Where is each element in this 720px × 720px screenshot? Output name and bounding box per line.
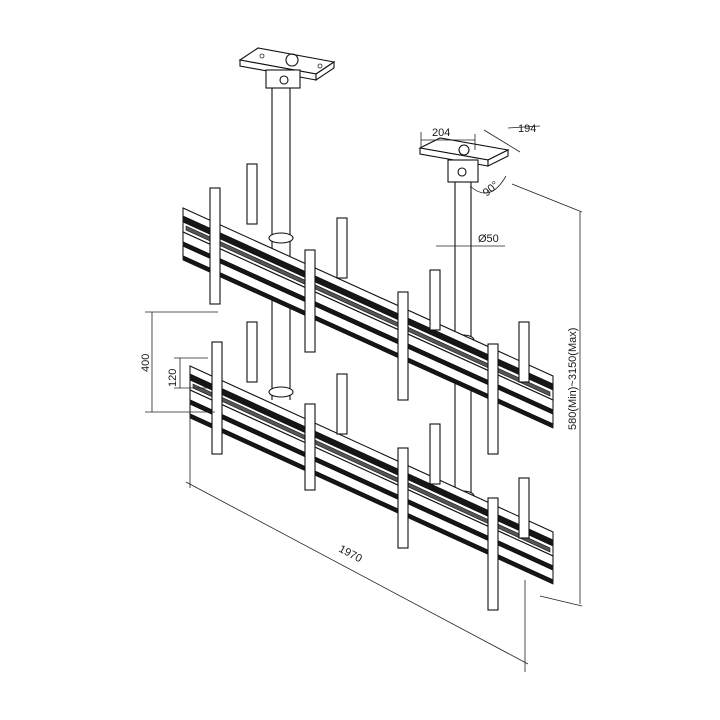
dim-bracket-spacing: 120: [167, 357, 208, 389]
dim-plate-width-label: 204: [432, 127, 450, 139]
upper-brackets: [209, 163, 530, 455]
upper-rail: [182, 207, 554, 429]
dim-plate-depth-label: 194: [518, 123, 536, 135]
ceiling-plate-left: [238, 47, 336, 89]
dim-pole-diameter-label: Ø50: [478, 233, 499, 245]
dim-plate-depth: 194: [483, 123, 541, 153]
dim-plate-width: 204: [420, 127, 476, 150]
dim-rotation-label: 90°: [481, 179, 501, 199]
lower-brackets: [211, 321, 530, 611]
dim-height-range-label: 580(Min)~3150(Max): [567, 328, 579, 430]
dim-row-spacing: 400: [140, 311, 218, 413]
pole-left: [268, 88, 294, 400]
dim-bracket-spacing-label: 120: [167, 369, 179, 387]
lower-rail: [189, 365, 554, 585]
ceiling-plate-right: [418, 137, 510, 183]
dim-height-range: 580(Min)~3150(Max): [511, 183, 583, 607]
dim-total-width-label: 1970: [337, 543, 364, 565]
dim-pole-diameter: Ø50: [436, 233, 505, 247]
dim-row-spacing-label: 400: [140, 354, 152, 372]
